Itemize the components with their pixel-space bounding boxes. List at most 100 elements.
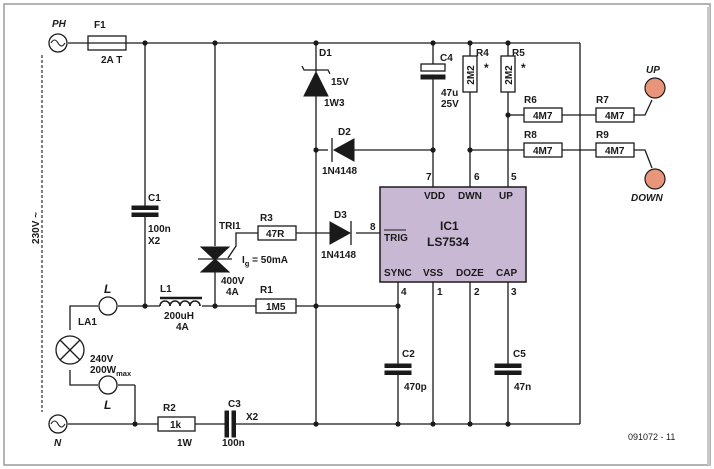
pin-1-name: VSS	[423, 268, 443, 279]
r3-value: 47R	[266, 229, 285, 240]
frame-border-shadow	[707, 7, 710, 465]
c2-ref: C2	[402, 349, 415, 360]
d1-ref: D1	[319, 48, 332, 59]
r8-ref: R8	[524, 130, 537, 141]
lamp-ref: LA1	[78, 317, 97, 328]
pin-5-name: UP	[499, 191, 513, 202]
c3-rating: X2	[246, 412, 259, 423]
diode-d3	[329, 221, 352, 245]
r3-ref: R3	[260, 213, 273, 224]
terminal-l-top-label: L	[104, 282, 111, 296]
c3-value: 100n	[222, 438, 245, 449]
c1-rating: X2	[148, 236, 161, 247]
pin-2-num: 2	[474, 287, 480, 298]
resistor-r4	[462, 55, 478, 93]
phase-terminal	[48, 33, 68, 53]
d1-voltage: 15V	[331, 77, 349, 88]
r6-ref: R6	[524, 95, 537, 106]
r5-ref: R5	[512, 48, 525, 59]
r1-value: 1M5	[266, 302, 286, 313]
triac-current: 4A	[226, 287, 239, 298]
c3-ref: C3	[228, 399, 241, 410]
r5-asterisk: *	[521, 61, 526, 75]
phase-label: PH	[52, 19, 67, 30]
r8-value: 4M7	[533, 146, 553, 157]
d3-ref: D3	[334, 210, 347, 221]
resistor-r3	[257, 225, 297, 241]
r9-ref: R9	[596, 130, 609, 141]
capacitor-c3	[224, 410, 236, 438]
down-sensor-icon	[644, 168, 666, 190]
c5-ref: C5	[513, 349, 526, 360]
c2-value: 470p	[404, 382, 427, 393]
diode-d2	[331, 138, 355, 162]
pin-5-num: 5	[511, 172, 517, 183]
r4-asterisk: *	[484, 61, 489, 75]
r7-value: 4M7	[605, 111, 625, 122]
pin-3-num: 3	[511, 287, 517, 298]
resistor-r8	[523, 142, 563, 158]
d3-value: 1N4148	[321, 250, 356, 261]
r2-power: 1W	[177, 438, 193, 449]
ic1-part: LS7534	[427, 235, 469, 249]
pin-8-name: TRIG	[384, 233, 408, 244]
resistor-r2	[157, 416, 196, 432]
terminal-l-bottom	[98, 375, 118, 395]
c5-value: 47n	[514, 382, 531, 393]
capacitor-c1	[131, 205, 159, 217]
resistor-r5	[500, 55, 516, 93]
capacitor-c2	[384, 363, 412, 375]
terminal-l-top	[98, 296, 118, 316]
junction-dots	[132, 40, 511, 427]
pin-7-num: 7	[426, 172, 432, 183]
c4-voltage: 25V	[441, 99, 459, 110]
lamp-power: 200Wmax	[90, 365, 132, 378]
supply-voltage-label: 230V ~	[31, 212, 42, 244]
resistor-r1	[255, 298, 297, 314]
d2-value: 1N4148	[322, 166, 357, 177]
c4-value: 47u	[441, 88, 458, 99]
r9-value: 4M7	[605, 146, 625, 157]
c4-ref: C4	[440, 53, 453, 64]
fuse-value: 2A T	[101, 55, 122, 66]
pin-4-num: 4	[401, 287, 407, 298]
l1-value: 200uH	[164, 311, 194, 322]
neutral-label: N	[54, 438, 62, 449]
capacitor-c4	[420, 63, 446, 80]
pin-6-num: 6	[474, 172, 480, 183]
up-label: UP	[646, 65, 660, 76]
pin-6-name: DWN	[458, 191, 482, 202]
d2-ref: D2	[338, 127, 351, 138]
resistor-r6	[523, 107, 563, 123]
triac-voltage: 400V	[221, 276, 245, 287]
r4-ref: R4	[476, 48, 489, 59]
r7-ref: R7	[596, 95, 609, 106]
d1-power: 1W3	[324, 98, 345, 109]
fuse-ref: F1	[94, 20, 106, 31]
pin-4-name: SYNC	[384, 268, 412, 279]
figure-id: 091072 - 11	[628, 432, 675, 442]
down-label: DOWN	[631, 193, 663, 204]
resistor-r9	[595, 142, 635, 158]
up-sensor-icon	[644, 77, 666, 99]
frame-border	[3, 3, 711, 466]
pin-1-num: 1	[437, 287, 443, 298]
l1-current: 4A	[176, 322, 189, 333]
c1-ref: C1	[148, 193, 161, 204]
triac-tri1	[198, 246, 232, 273]
fuse-f1	[87, 35, 127, 51]
triac-ref: TRI1	[219, 221, 241, 232]
r5-value: 2M2	[504, 65, 515, 85]
pin-3-name: CAP	[496, 268, 517, 279]
r2-ref: R2	[163, 403, 176, 414]
ic1-body	[379, 186, 527, 283]
r6-value: 4M7	[533, 111, 553, 122]
neutral-terminal	[48, 414, 68, 434]
triac-gate: Ig = 50mA	[242, 255, 288, 268]
l1-ref: L1	[160, 284, 172, 295]
zener-d1	[301, 60, 331, 97]
lamp-icon	[55, 335, 85, 365]
r4-value: 2M2	[466, 65, 477, 85]
inductor-l1	[159, 296, 202, 307]
